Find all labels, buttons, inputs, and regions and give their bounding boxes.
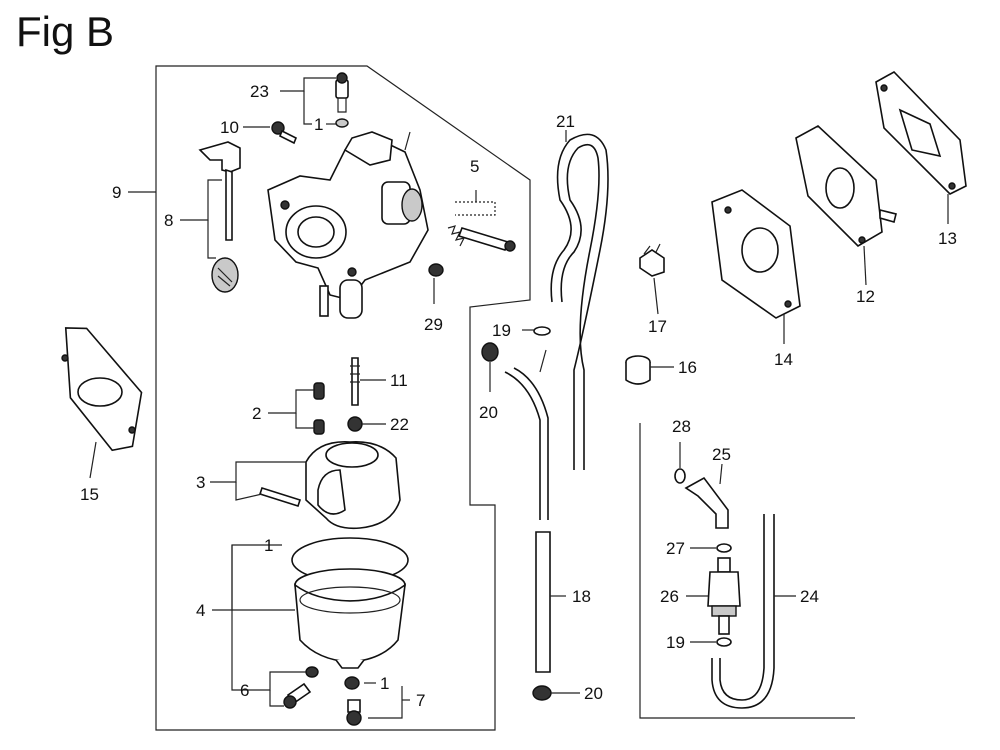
callout-20-upper: 20: [479, 403, 498, 422]
callout-28: 28: [672, 417, 691, 436]
part-18-tube-lower: [535, 531, 551, 673]
part-19-clip-upper: [533, 326, 551, 336]
part-12-insulator: [795, 125, 897, 248]
callout-15: 15: [80, 485, 99, 504]
callout-22: 22: [390, 415, 409, 434]
callout-19-lower: 19: [666, 633, 685, 652]
callout-1-top: 1: [314, 115, 323, 134]
part-7-bolt: [344, 676, 362, 726]
callout-20-lower: 20: [584, 684, 603, 703]
callout-11: 11: [390, 371, 408, 390]
part-4-float-bowl: [294, 568, 407, 669]
callout-3: 3: [196, 473, 205, 492]
callout-16: 16: [678, 358, 697, 377]
part-23-screw: [335, 72, 349, 113]
part-2-float-valve: [313, 382, 325, 435]
part-20-clip-upper: [481, 342, 499, 362]
callout-26: 26: [660, 587, 679, 606]
figure-title: Fig B: [16, 8, 114, 55]
part-25-joint: [684, 476, 729, 529]
callout-labels: 23 1 10 9 8 5 29 2 11 22 3 1 4 6 1 7 15 …: [80, 82, 957, 710]
part-18-tube: [504, 367, 549, 520]
callout-7: 7: [416, 691, 425, 710]
callout-24: 24: [800, 587, 819, 606]
callout-13: 13: [938, 229, 957, 248]
callout-27: 27: [666, 539, 685, 558]
part-14-carburetor-insulator: [711, 189, 801, 319]
part-13-air-cleaner-gasket: [875, 71, 967, 195]
callout-21: 21: [556, 112, 575, 131]
part-3-float: [258, 441, 401, 530]
part-8-choke-knob: [198, 141, 241, 293]
part-21-tube: [550, 133, 609, 470]
callout-19-upper: 19: [492, 321, 511, 340]
part-24-tube: [711, 514, 775, 709]
part-10-screw: [271, 121, 298, 145]
fuel-filter-group-bracket: [639, 423, 855, 719]
part-1-washer-top: [335, 118, 349, 128]
callout-5: 5: [470, 157, 479, 176]
callout-17: 17: [648, 317, 667, 336]
callout-29: 29: [424, 315, 443, 334]
part-19-clip-lower: [716, 637, 732, 647]
callout-1-bowl: 1: [264, 536, 273, 555]
part-27-clip: [716, 543, 732, 553]
part-11-needle-jet: [350, 357, 360, 406]
part-26-fuel-filter: [707, 557, 741, 635]
part-16-tube-clip: [625, 355, 651, 385]
part-29-nut: [428, 263, 444, 277]
callout-25: 25: [712, 445, 731, 464]
leader-lines: [89, 77, 949, 719]
callout-4: 4: [196, 601, 205, 620]
part-15-insulator-gasket: [61, 327, 143, 452]
callout-18: 18: [572, 587, 591, 606]
callout-1-bottom: 1: [380, 674, 389, 693]
callout-14: 14: [774, 350, 793, 369]
part-6-drain-screw: [283, 666, 319, 709]
callout-8: 8: [164, 211, 173, 230]
callout-9: 9: [112, 183, 121, 202]
callout-10: 10: [220, 118, 239, 137]
part-20-clip-lower: [532, 685, 552, 701]
callout-23: 23: [250, 82, 269, 101]
part-5-spring-and-screw: [447, 201, 516, 252]
callout-12: 12: [856, 287, 875, 306]
callout-6: 6: [240, 681, 249, 700]
part-28-clip: [674, 468, 686, 484]
carburetor-body: [267, 131, 429, 319]
part-22-main-jet: [347, 416, 363, 432]
part-21-tube-inner: [560, 143, 600, 470]
callout-2: 2: [252, 404, 261, 423]
carburetor-assembly-outline: [155, 65, 531, 731]
part-17-clip: [639, 243, 665, 277]
